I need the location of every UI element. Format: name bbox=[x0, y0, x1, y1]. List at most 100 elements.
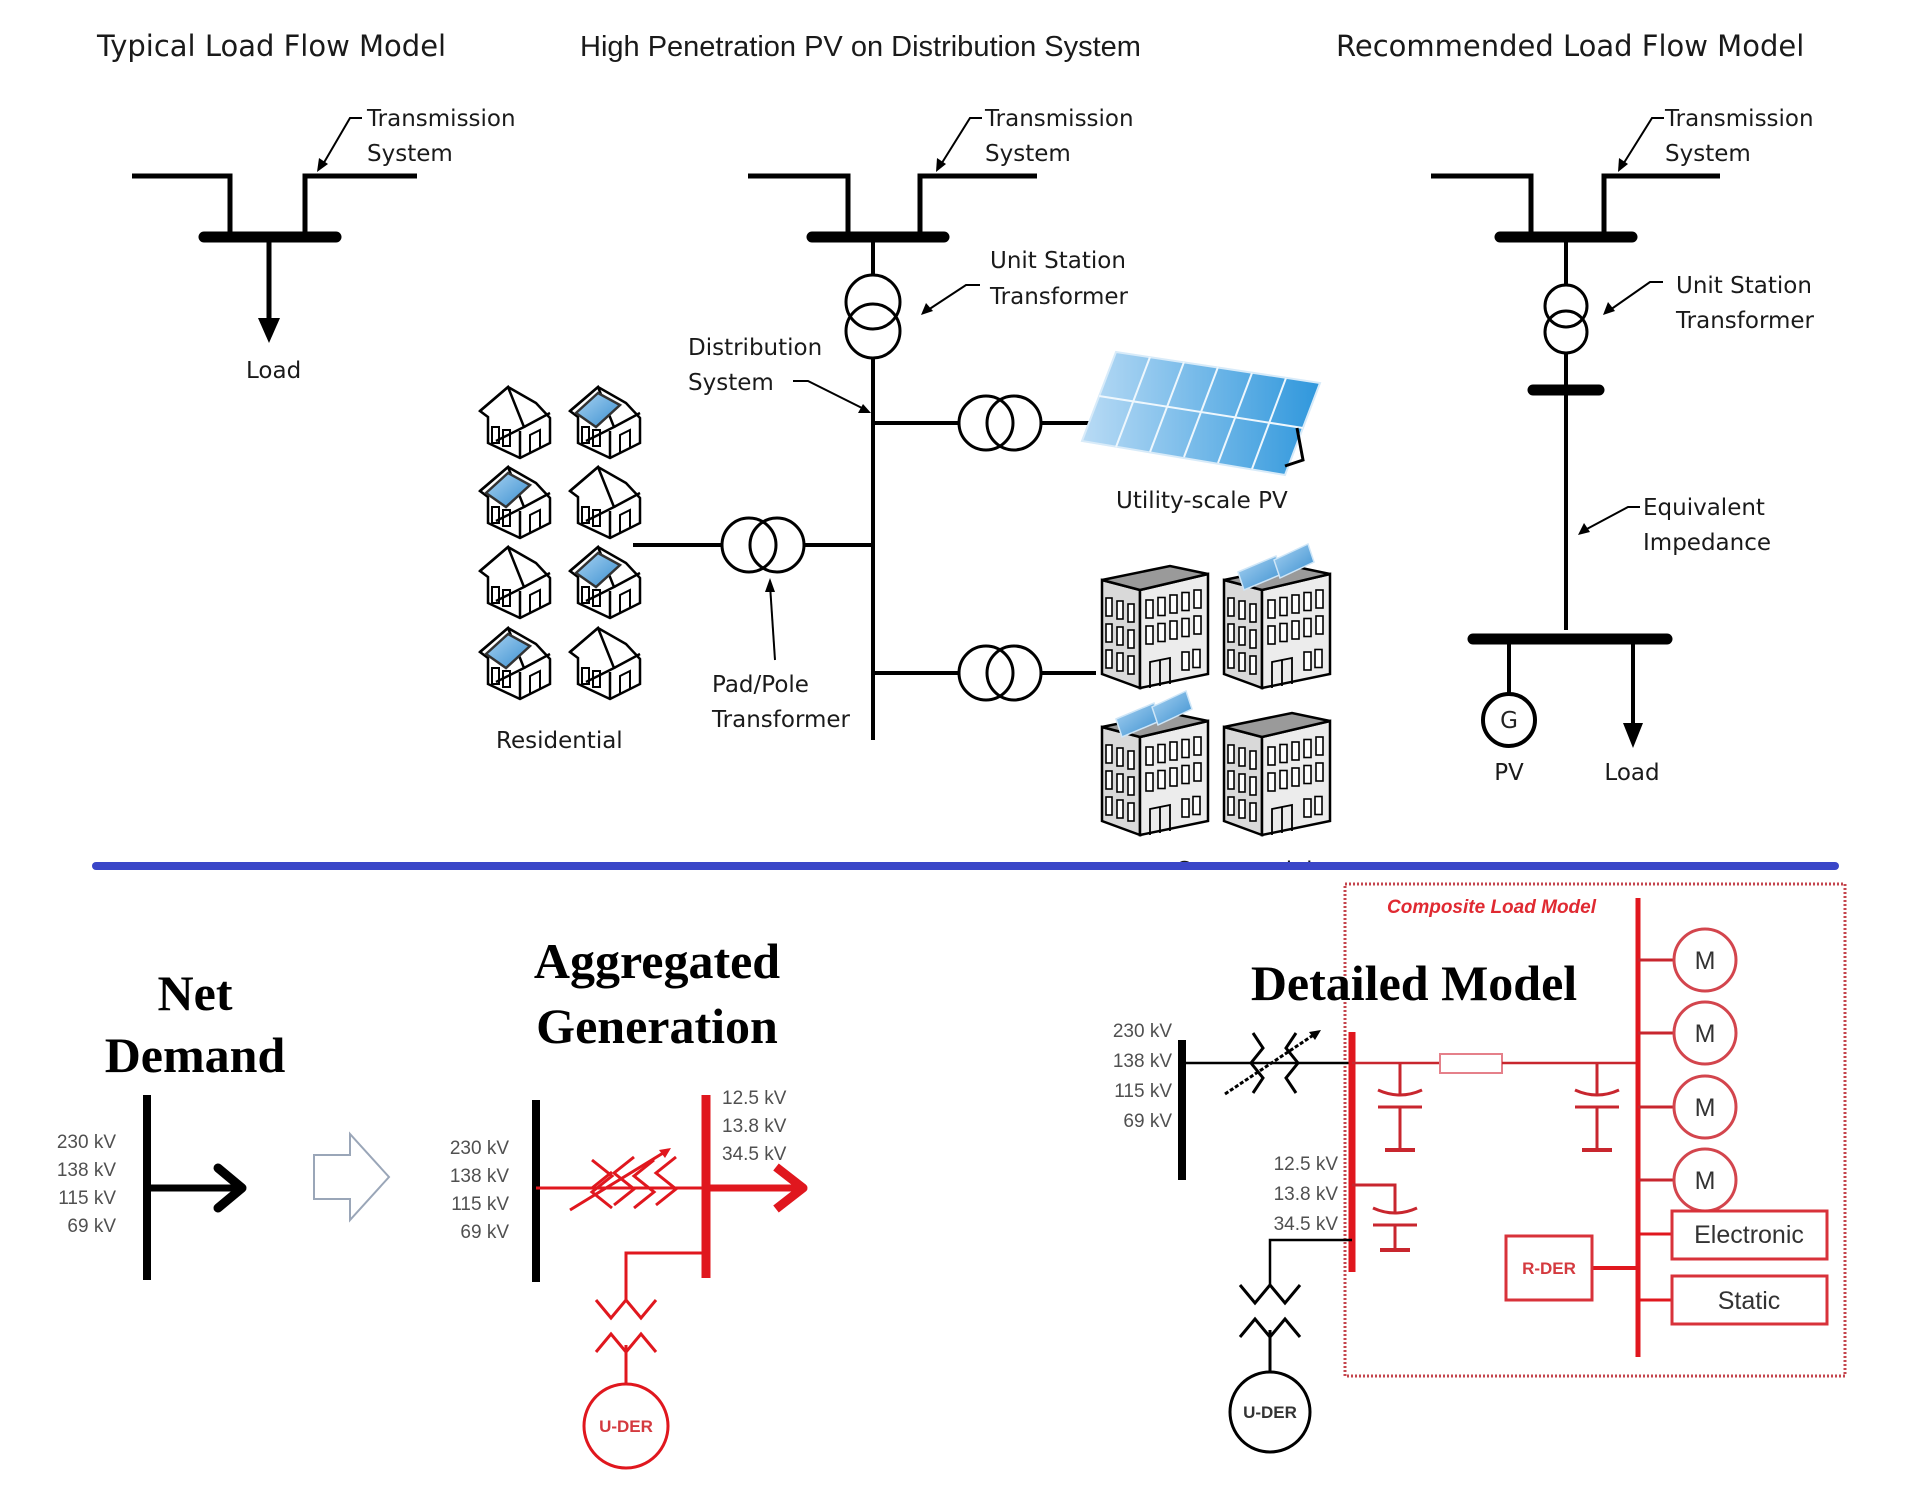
building-icon bbox=[1100, 564, 1210, 690]
unit-transformer-primary-icon bbox=[844, 273, 902, 331]
voltage-label: 115 kV bbox=[58, 1188, 116, 1209]
transmission-label-line1: Transmission bbox=[1664, 106, 1814, 132]
pointer-arrowhead-icon bbox=[1618, 158, 1628, 172]
aggregated-title-line1: Aggregated bbox=[534, 933, 780, 989]
voltage-label: 138 kV bbox=[1113, 1051, 1172, 1072]
unit-station-pointer bbox=[1609, 281, 1663, 311]
pointer-arrowhead-icon bbox=[317, 158, 328, 172]
load-arrow-icon bbox=[258, 318, 280, 343]
u-der-label: U-DER bbox=[1243, 1403, 1297, 1422]
commercial-transformer-primary-icon bbox=[957, 644, 1015, 702]
unit-station-label-line1: Unit Station bbox=[990, 248, 1126, 274]
motor-loads: M M M M bbox=[1638, 927, 1738, 1213]
shunt-capacitor-2-icon bbox=[1574, 1063, 1620, 1152]
typical-load-flow-panel: Typical Load Flow Model Load Transmissio… bbox=[96, 29, 516, 384]
voltage-label: 12.5 kV bbox=[722, 1088, 787, 1109]
house-with-solar-icon bbox=[568, 384, 642, 460]
voltage-label: 230 kV bbox=[1113, 1021, 1172, 1042]
transmission-label-line2: System bbox=[985, 141, 1071, 167]
composite-load-box bbox=[1343, 882, 1847, 1378]
transmission-label-line1: Transmission bbox=[366, 106, 516, 132]
pointer-arrowhead-icon bbox=[936, 158, 946, 172]
motor-icon bbox=[1672, 927, 1738, 993]
voltage-label: 69 kV bbox=[460, 1222, 509, 1243]
aggregated-arrow-icon bbox=[773, 1163, 808, 1213]
transmission-label-line2: System bbox=[367, 141, 453, 167]
u-der-generator-icon bbox=[582, 1382, 670, 1470]
r-der-label: R-DER bbox=[1522, 1259, 1576, 1278]
equivalent-label-line1: Equivalent bbox=[1643, 495, 1765, 521]
voltage-label: 230 kV bbox=[450, 1138, 509, 1159]
transmission-label-line2: System bbox=[1665, 141, 1751, 167]
house-with-solar-icon bbox=[478, 464, 552, 540]
motor-label: M bbox=[1695, 1167, 1716, 1195]
typical-title: Typical Load Flow Model bbox=[96, 29, 446, 63]
voltage-label: 230 kV bbox=[57, 1132, 116, 1153]
pv-generator-icon bbox=[1481, 692, 1537, 748]
motor-label: M bbox=[1695, 1020, 1716, 1048]
pad-pole-label-line1: Pad/Pole bbox=[712, 672, 809, 698]
equivalent-label-line2: Impedance bbox=[1643, 530, 1771, 556]
pad-transformer-primary-icon bbox=[720, 516, 778, 574]
pad-pole-label-line2: Transformer bbox=[711, 707, 851, 733]
static-load-box bbox=[1670, 1274, 1829, 1326]
distribution-label-line1: Distribution bbox=[688, 335, 822, 361]
motor-icon bbox=[1672, 1074, 1738, 1140]
motor-label: M bbox=[1695, 947, 1716, 975]
aggregated-title-line2: Generation bbox=[536, 998, 778, 1054]
tap-changer-transformer-icon bbox=[569, 1148, 679, 1212]
voltage-label: 34.5 kV bbox=[1274, 1214, 1339, 1235]
tap-changer-transformer-icon bbox=[1224, 1030, 1321, 1096]
voltage-label: 69 kV bbox=[1123, 1111, 1172, 1132]
shunt-capacitor-3-icon bbox=[1352, 1183, 1418, 1252]
static-label: Static bbox=[1718, 1287, 1781, 1315]
equivalent-pointer bbox=[1584, 506, 1640, 531]
net-demand-title-line2: Demand bbox=[105, 1027, 286, 1083]
detailed-model-panel: Composite Load Model Detailed Model 230 … bbox=[1113, 882, 1847, 1454]
detailed-model-title: Detailed Model bbox=[1251, 955, 1577, 1011]
motor-icon bbox=[1672, 1000, 1738, 1066]
residential-label: Residential bbox=[496, 728, 623, 754]
residential-houses bbox=[478, 384, 642, 701]
transmission-line-right bbox=[302, 173, 417, 236]
load-label: Load bbox=[1604, 760, 1659, 786]
transmission-line-left bbox=[132, 173, 233, 236]
building-with-solar-icon bbox=[1100, 689, 1210, 837]
der-branch bbox=[624, 1251, 706, 1300]
house-icon bbox=[568, 625, 642, 701]
distribution-pointer bbox=[793, 380, 867, 411]
motor-label: M bbox=[1695, 1094, 1716, 1122]
recommended-title: Recommended Load Flow Model bbox=[1336, 29, 1804, 63]
commercial-label: Commercial bbox=[1175, 858, 1313, 884]
unit-station-label-line2: Transformer bbox=[1675, 308, 1815, 334]
high-penetration-panel: High Penetration PV on Distribution Syst… bbox=[478, 31, 1332, 884]
unit-transformer-primary-icon bbox=[1543, 283, 1589, 329]
pointer-arrowhead-icon bbox=[765, 578, 775, 592]
der-transformer-primary-icon bbox=[1238, 1282, 1302, 1306]
pointer-arrowhead-icon bbox=[858, 404, 871, 413]
net-demand-arrow-icon bbox=[213, 1163, 247, 1213]
aggregated-lv-voltages: 12.5 kV 13.8 kV 34.5 kV bbox=[722, 1088, 787, 1165]
voltage-label: 69 kV bbox=[67, 1216, 116, 1237]
transmission-line-right bbox=[917, 173, 1037, 236]
composite-load-label: Composite Load Model bbox=[1387, 897, 1597, 918]
voltage-label: 13.8 kV bbox=[722, 1116, 787, 1137]
building-icon bbox=[1222, 711, 1332, 837]
voltage-label: 34.5 kV bbox=[722, 1144, 787, 1165]
generator-symbol: G bbox=[1500, 708, 1518, 734]
pv-label: PV bbox=[1494, 760, 1524, 786]
house-with-solar-icon bbox=[568, 544, 642, 620]
transmission-pointer bbox=[1621, 117, 1664, 167]
building-with-solar-icon bbox=[1222, 542, 1332, 690]
voltage-label: 13.8 kV bbox=[1274, 1184, 1339, 1205]
electronic-load-box bbox=[1670, 1209, 1829, 1261]
voltage-label: 138 kV bbox=[450, 1166, 509, 1187]
net-demand-title-line1: Net bbox=[158, 965, 233, 1021]
load-arrow-icon bbox=[1623, 723, 1643, 748]
transmission-pointer bbox=[939, 117, 982, 167]
line-impedance-icon bbox=[1439, 1053, 1503, 1074]
